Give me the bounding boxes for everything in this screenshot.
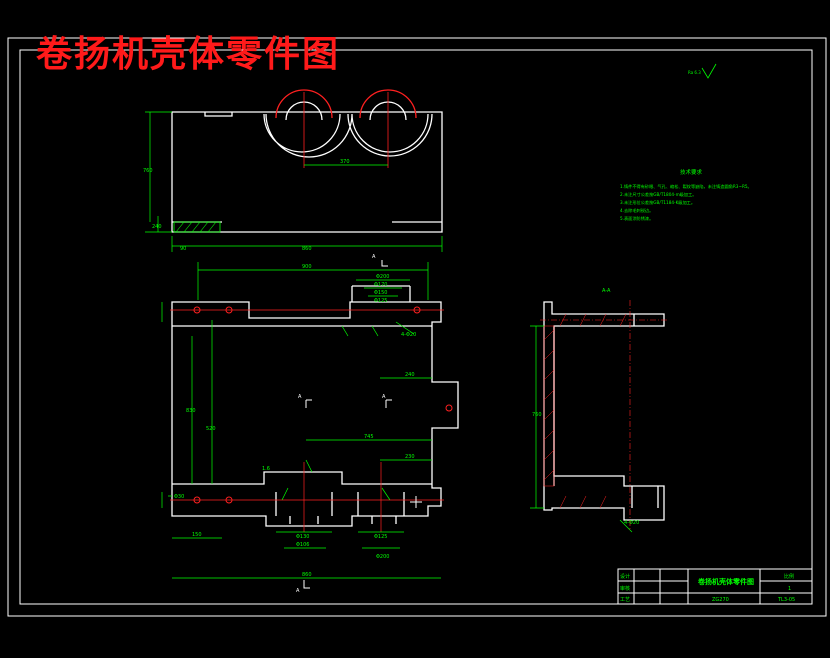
section-view-outline xyxy=(543,301,665,521)
dim-plan-830: 830 xyxy=(186,408,196,414)
dim-plan-phi170: Φ170 xyxy=(374,282,387,288)
notes-item: 3.未注形位公差按GB/T1184-K级加工。 xyxy=(620,199,695,206)
dim-lines-section xyxy=(530,325,633,533)
section-hatch-wall xyxy=(543,325,555,487)
title-row-3: 工艺 xyxy=(620,597,630,603)
inner-border xyxy=(19,49,813,605)
section-mark-mid-1: A xyxy=(298,394,302,400)
section-hatch-lines xyxy=(543,313,627,509)
top-view-outline xyxy=(171,111,443,233)
dim-plan-4phi20: 4-Φ20 xyxy=(401,332,416,338)
dim-plan-860: 860 xyxy=(302,572,312,578)
roughness-check-icon xyxy=(701,63,717,79)
section-arrow-mid-2 xyxy=(385,399,392,408)
dim-top-90: 90 xyxy=(180,246,186,252)
outer-border xyxy=(7,37,827,617)
dim-plan-phi125-b: Φ125 xyxy=(374,534,387,540)
plan-view-inner-outline xyxy=(172,325,432,485)
notes-item: 1.铸件不得有砂眼、气孔、缩松、裂纹等缺陷，未注铸造圆角R3~R5。 xyxy=(620,183,752,190)
dim-plan-240: 240 xyxy=(405,372,415,378)
notes-item: 2.未注尺寸公差按GB/T1804-m级加工。 xyxy=(620,191,696,198)
dim-plan-phi200-b: Φ200 xyxy=(376,554,389,560)
leader-lines-plan xyxy=(281,321,415,501)
title-scale-label: 比例 xyxy=(784,573,794,580)
top-view-hatch-lines xyxy=(175,221,217,233)
plan-view-arrows xyxy=(303,260,422,589)
top-view-bore-arcs xyxy=(263,113,433,158)
title-drawing-no: TL3-05 xyxy=(777,597,795,603)
dim-plan-230: 230 xyxy=(405,454,415,460)
dim-plan-phi150: Φ150 xyxy=(374,290,387,296)
title-block-text: 设计 审核 工艺 卷扬机壳体零件图 ZG270 比例 1 TL3-05 xyxy=(620,573,795,603)
section-dimensions xyxy=(530,325,633,533)
roughness-symbol xyxy=(701,63,717,79)
section-mark-top: A xyxy=(372,254,376,260)
sheet-title: 卷扬机壳体零件图 xyxy=(36,33,341,75)
dim-top-860: 860 xyxy=(302,246,312,252)
section-arrow-bottom xyxy=(303,580,310,589)
notes-list: 1.铸件不得有砂眼、气孔、缩松、裂纹等缺陷，未注铸造圆角R3~R5。 2.未注尺… xyxy=(620,183,752,222)
dim-top-240: 240 xyxy=(152,224,162,230)
dim-plan-900: 900 xyxy=(302,264,312,270)
top-view-base-ledge xyxy=(172,112,442,223)
plan-view xyxy=(170,285,459,532)
dim-plan-phi125-a: Φ125 xyxy=(374,298,387,304)
dim-plan-520: 520 xyxy=(206,426,216,432)
dim-plan-150: 150 xyxy=(192,532,202,538)
cursor-crosshair xyxy=(410,496,422,508)
title-row-2: 审核 xyxy=(620,585,630,592)
section-arrow-top xyxy=(381,260,388,267)
dim-section-760: 760 xyxy=(532,412,542,418)
title-part-name: 卷扬机壳体零件图 xyxy=(698,577,754,586)
title-block-frame xyxy=(617,568,813,605)
plan-view-outline xyxy=(171,301,459,527)
dim-lines-top xyxy=(145,111,443,252)
title-material: ZG270 xyxy=(712,597,729,603)
plan-dimensions xyxy=(161,262,441,579)
section-view xyxy=(540,300,668,530)
hole-6 xyxy=(225,496,233,504)
top-view-hatch-block xyxy=(173,221,221,233)
hole-2 xyxy=(225,306,233,314)
dim-lines-plan xyxy=(161,262,441,579)
dim-plan-phi200-a: Φ200 xyxy=(376,274,389,280)
top-view-inner-arc-2 xyxy=(359,89,417,119)
hole-5 xyxy=(193,496,201,504)
title-block-grid xyxy=(618,569,812,604)
dim-plan-745: 745 xyxy=(364,434,374,440)
dim-plan-phi106: Φ106 xyxy=(296,542,309,548)
dim-top-760: 760 xyxy=(143,168,153,174)
notes-heading: 技术要求 xyxy=(680,168,703,176)
plan-view-upper-boss xyxy=(351,285,411,302)
dim-plan-phi30: Φ30 xyxy=(174,494,184,500)
title-qty: 1 xyxy=(788,586,791,592)
section-arrow-mid-1 xyxy=(305,399,312,408)
section-view-label: A-A xyxy=(602,288,611,294)
section-view-inner xyxy=(553,314,659,508)
title-block xyxy=(617,568,813,605)
notes-item: 4.去除毛刺锐边。 xyxy=(620,207,653,214)
plan-view-section-markers: A A A A xyxy=(296,254,386,594)
hole-3 xyxy=(413,306,421,314)
roughness-value: Ra 6.3 xyxy=(688,70,701,75)
section-mark-mid-2: A xyxy=(382,394,386,400)
top-view-inner-arc-1 xyxy=(275,89,333,119)
top-view xyxy=(171,89,443,233)
hole-4 xyxy=(445,404,453,412)
plan-dim-labels: 900 Φ200 Φ170 Φ150 Φ125 4-Φ20 Φ30 240 23… xyxy=(174,264,416,578)
plan-holes xyxy=(193,306,453,504)
notes-item: 5.表面涂防锈漆。 xyxy=(620,215,653,222)
plan-view-lower-bays xyxy=(275,492,405,524)
top-view-dimensions xyxy=(145,111,443,252)
hole-1 xyxy=(193,306,201,314)
dim-plan-1-6: 1.6 xyxy=(262,466,270,472)
title-row-1: 设计 xyxy=(620,573,630,580)
dim-plan-phi130: Φ130 xyxy=(296,534,309,540)
dim-section-4phi20: 4-Φ20 xyxy=(624,520,639,526)
dim-top-370: 370 xyxy=(340,159,350,165)
section-mark-bottom: A xyxy=(296,588,300,594)
